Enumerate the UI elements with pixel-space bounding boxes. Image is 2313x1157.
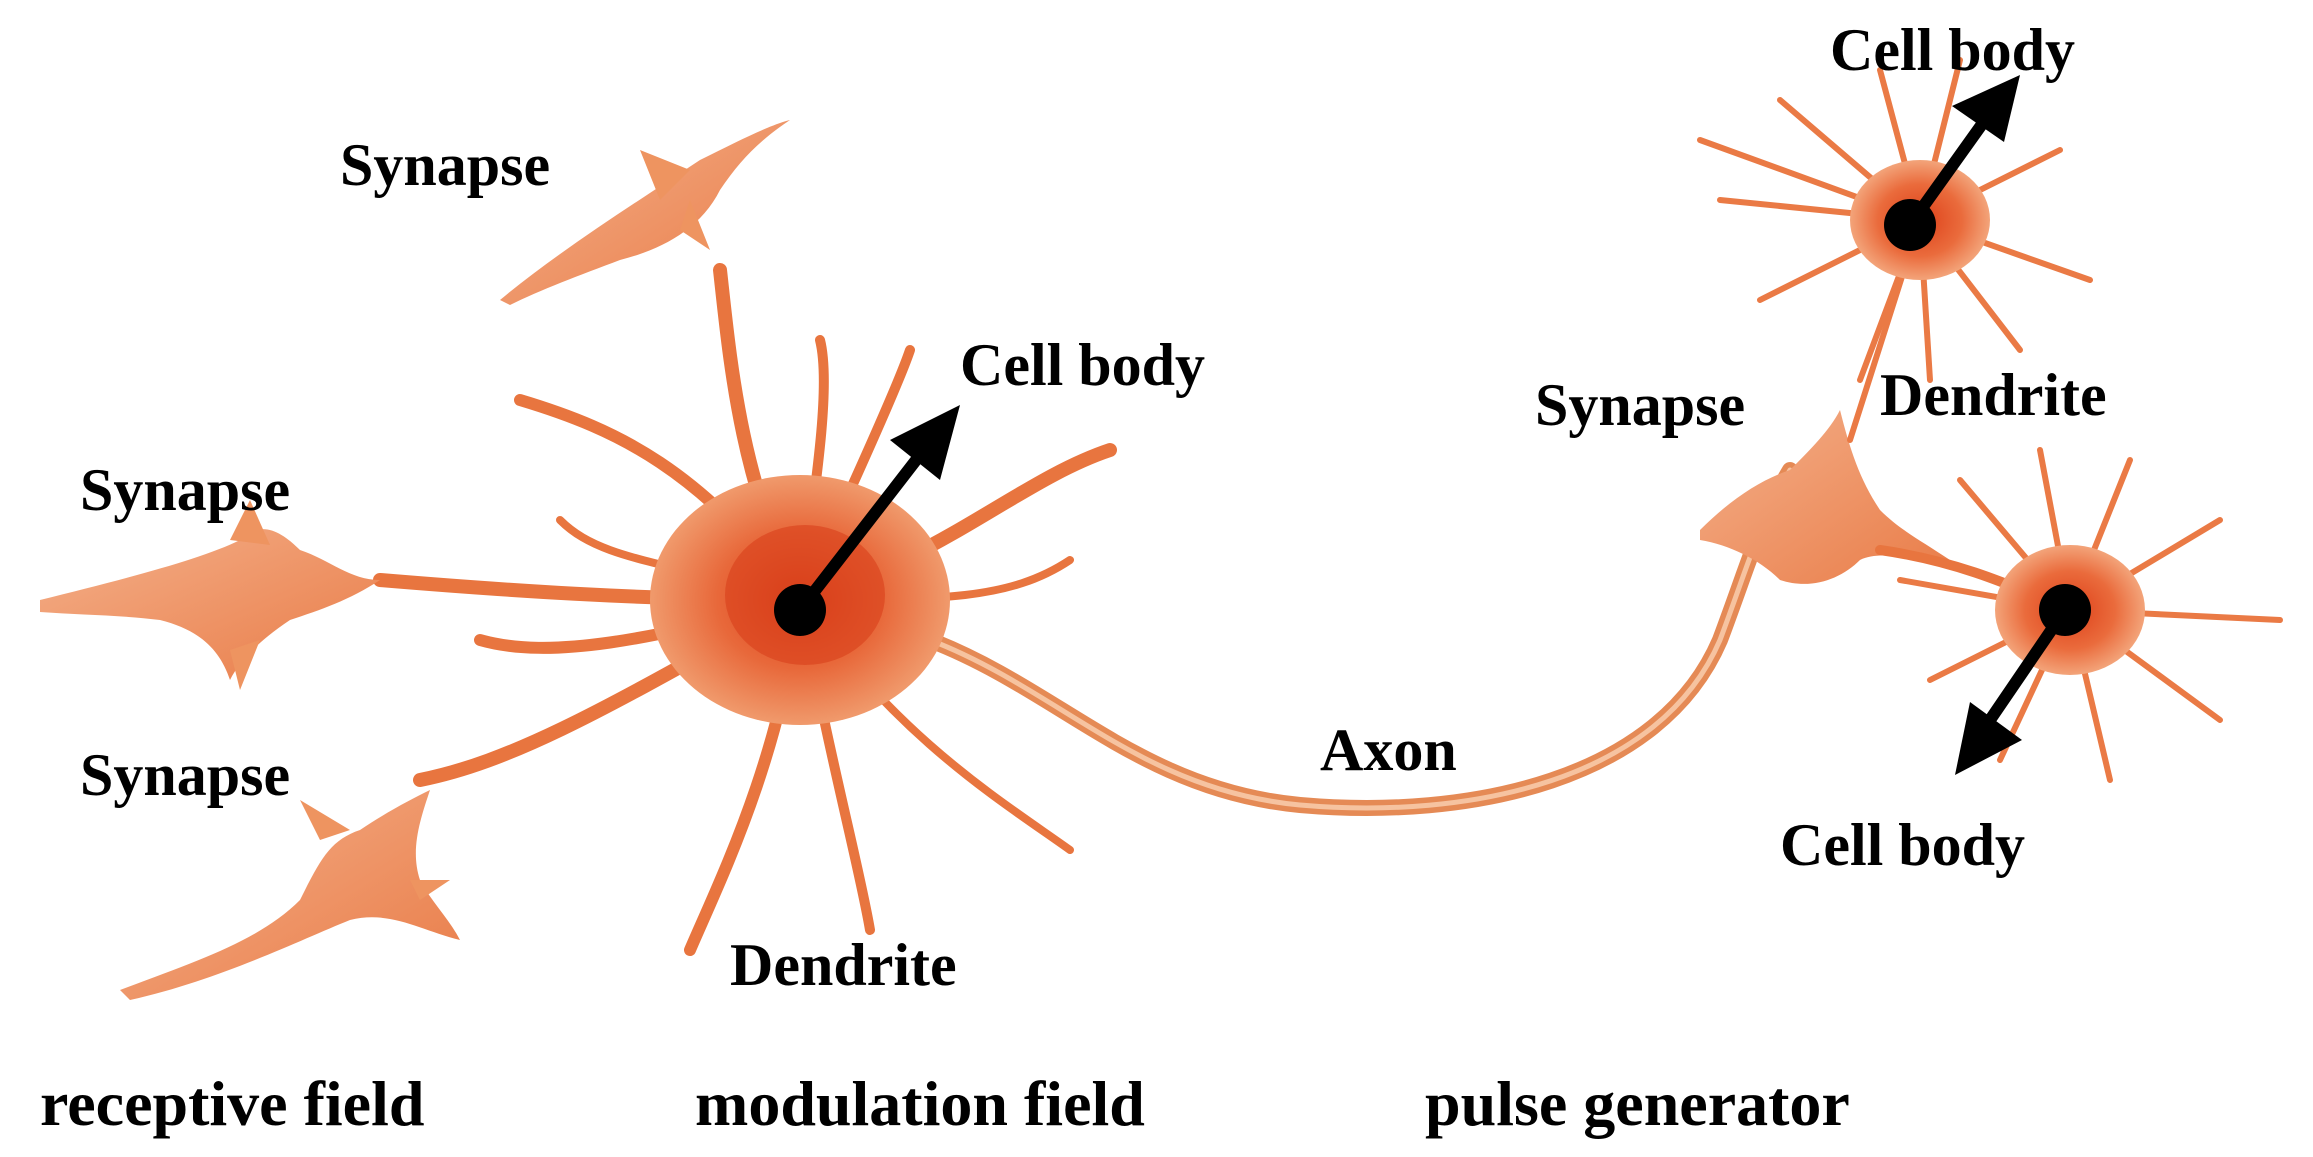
label-cell-body-center: Cell body — [960, 332, 1205, 398]
label-axon: Axon — [1320, 717, 1457, 783]
synapse-top — [500, 120, 790, 305]
arrow-bottom-right — [1955, 584, 2091, 775]
synapse-left — [40, 500, 380, 690]
label-dendrite-right: Dendrite — [1880, 362, 2107, 428]
label-synapse-right: Synapse — [1535, 372, 1745, 438]
label-synapse-top: Synapse — [340, 132, 550, 198]
label-synapse-left: Synapse — [80, 457, 290, 523]
synapse-right — [1700, 410, 1950, 584]
caption-pulse-generator: pulse generator — [1425, 1068, 1850, 1139]
arrow-top-right — [1884, 75, 2020, 251]
arrow-center — [774, 405, 960, 636]
label-synapse-bottom: Synapse — [80, 742, 290, 808]
axon-highlight — [927, 467, 1793, 811]
caption-receptive-field: receptive field — [40, 1068, 424, 1139]
label-dendrite-center: Dendrite — [730, 932, 957, 998]
caption-modulation-field: modulation field — [695, 1068, 1145, 1139]
label-cell-body-bottom-right: Cell body — [1780, 812, 2025, 878]
synapse-bottom — [120, 790, 460, 1000]
label-cell-body-top-right: Cell body — [1830, 17, 2075, 83]
